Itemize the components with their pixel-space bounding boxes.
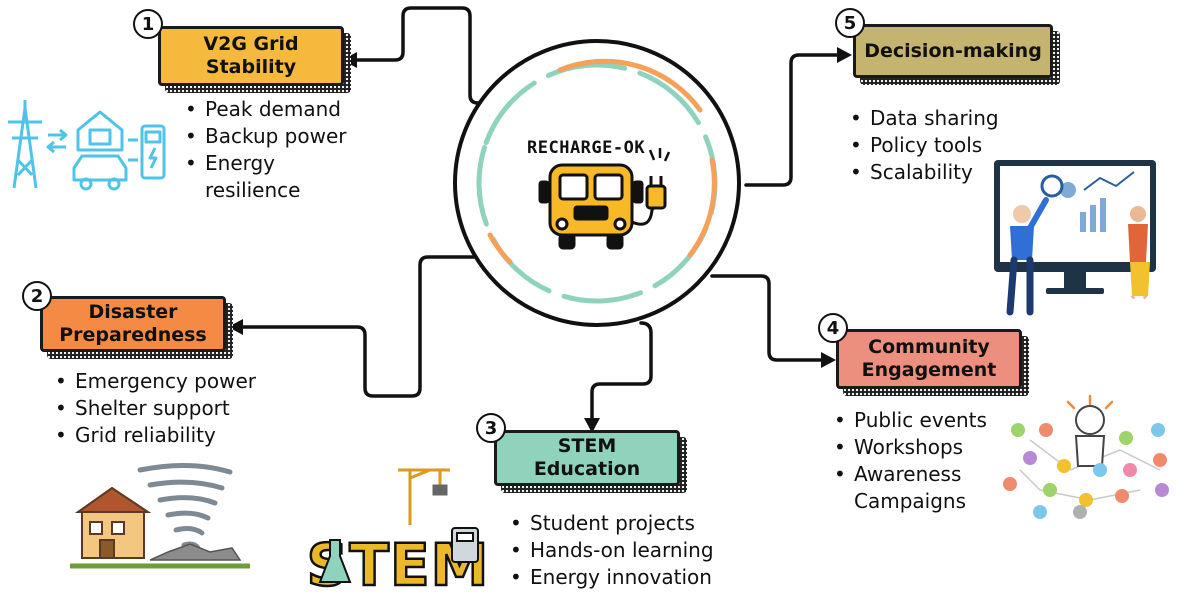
node-4-title-line: Community [868,336,990,358]
connector-5 [744,53,844,187]
analyst-woman [1128,206,1150,300]
v2g-illustration [8,100,166,191]
node-1-number: 1 [133,9,163,39]
bullet-item: Emergency power [53,368,256,395]
connector-4 [710,274,828,362]
node-3-bullets: Student projects Hands-on learning Energ… [508,510,714,591]
node-2-title-line: Preparedness [59,324,207,346]
arrows-icon [46,128,68,154]
node-1-title-line: Stability [205,56,297,78]
house-damaged-icon [74,486,152,559]
bullet-item: Backup power [183,123,346,150]
center-inner-ring-orange [557,58,703,113]
node-3-title-line: Education [533,458,641,480]
arrowhead-3 [584,418,600,433]
bullet-item: Student projects [508,510,714,537]
school-bus-icon [538,163,644,250]
plug-icon [631,148,671,226]
car-icon [72,154,128,191]
connector-3 [590,321,653,427]
bullet-item: Energy innovation [508,564,714,591]
center-inner-ring-orange-2 [687,157,717,258]
node-4-title-line: Engagement [861,359,997,381]
house-icon [76,110,124,152]
power-tower-icon [8,100,42,189]
bullet-item: Energy [183,150,346,177]
brand-logo-text: RECHARGE-OK [527,138,646,158]
node-5-box: Decision-making [853,24,1053,78]
bullet-item: Workshops [832,434,987,461]
bullet-item: Awareness [832,461,987,488]
charger-icon [128,124,166,180]
connector-2 [236,255,488,398]
stem-illustration: STEM [305,468,490,600]
bullet-item: Shelter support [53,395,256,422]
node-2-title-line: Disaster [88,301,178,323]
node-3-title-line: STEM [557,435,617,457]
node-2-number: 2 [22,281,52,311]
node-5-bullets: Data sharing Policy tools Scalability [848,105,999,186]
tornado-icon [137,463,233,551]
bullet-item: Peak demand [183,96,346,123]
bullet-item: Scalability [848,159,999,186]
disaster-illustration [70,463,250,569]
node-1-title-line: V2G Grid [203,33,299,55]
node-3-number: 3 [476,413,506,443]
center-inner-ring-orange-3 [487,232,513,265]
debris-icon [149,543,242,561]
bullet-item: Grid reliability [53,422,256,449]
bullet-item: resilience [205,178,301,202]
bullet-item: Hands-on learning [508,537,714,564]
bullet-item: Data sharing [848,105,999,132]
network-people-icon [1003,394,1169,519]
bullet-item: Policy tools [848,132,999,159]
arrowhead-5 [837,47,852,63]
connector-1 [350,6,486,105]
node-4-number: 4 [818,313,848,343]
node-5-title-line: Decision-making [864,39,1042,62]
node-4-bullets: Public events Workshops Awareness Campai… [832,407,987,515]
analyst-man [1006,197,1049,316]
bullet-item: Public events [832,407,987,434]
node-1-bullets: Peak demand Backup power Energy resilien… [183,96,346,204]
bullet-item: Campaigns [854,489,967,513]
monitor-analysts-icon [994,160,1156,316]
node-2-bullets: Emergency power Shelter support Grid rel… [53,368,256,449]
flask-icon [318,539,352,583]
connectors [236,6,844,427]
calculator-icon [451,527,479,563]
arrowhead-4 [821,352,836,368]
node-5-number: 5 [835,8,865,38]
center-inner-ring-green [476,62,718,304]
crane-icon [398,468,450,525]
arrowhead-2 [228,319,243,335]
